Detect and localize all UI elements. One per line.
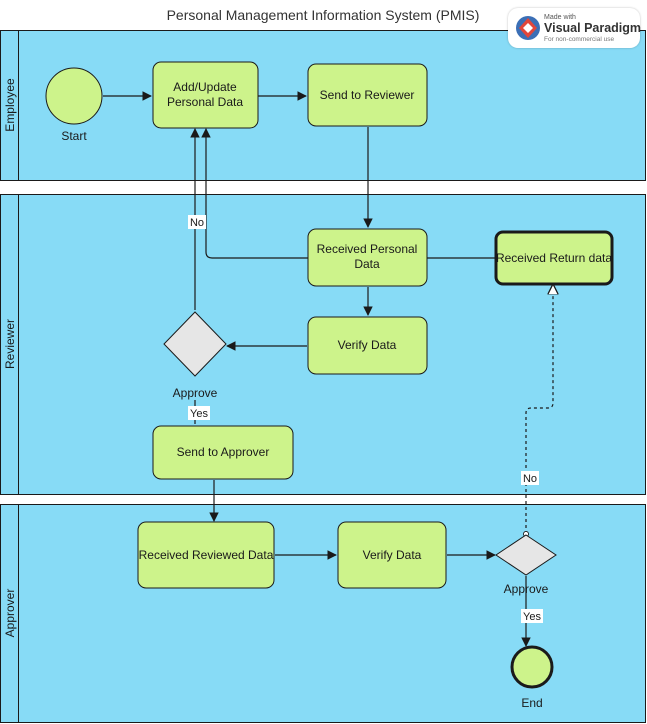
svg-text:Add/Update: Add/Update [173, 80, 237, 94]
lane-approver: Approver [0, 504, 646, 723]
label-approver-yes: Yes [523, 611, 541, 623]
svg-text:Received Reviewed Data: Received Reviewed Data [139, 548, 274, 562]
svg-text:Received Return data: Received Return data [496, 251, 612, 265]
end-event-label: End [521, 696, 542, 710]
start-event: Start [45, 67, 103, 143]
task-send-to-reviewer: Send to Reviewer [307, 63, 428, 127]
task-received-return-data: Received Return data [494, 230, 614, 286]
gateway-reviewer-label: Approve [173, 386, 218, 400]
watermark-small-text: Made with [544, 14, 576, 21]
watermark-brand-text: Visual Paradigm [544, 21, 642, 35]
sequence-flows [103, 91, 553, 647]
diagram-title: Personal Management Information System (… [167, 7, 480, 23]
label-reviewer-yes: Yes [190, 408, 208, 420]
svg-text:Send to Reviewer: Send to Reviewer [320, 88, 415, 102]
lane-label-reviewer: Reviewer [3, 319, 17, 369]
gateway-reviewer-approve: Approve [163, 311, 227, 400]
task-received-reviewed-data: Received Reviewed Data [137, 521, 275, 589]
svg-text:Personal Data: Personal Data [167, 95, 243, 109]
svg-text:Received Personal: Received Personal [317, 242, 418, 256]
task-verify-data-reviewer: Verify Data [307, 316, 428, 375]
svg-text:Verify Data: Verify Data [363, 548, 422, 562]
svg-text:Data: Data [354, 257, 380, 271]
svg-text:Verify Data: Verify Data [338, 338, 397, 352]
svg-text:Send to Approver: Send to Approver [177, 445, 270, 459]
gateway-approver-approve: Approve [495, 534, 557, 596]
start-event-label: Start [61, 129, 87, 143]
task-received-personal-data: Received Personal Data [307, 228, 428, 287]
flow-labels: No Yes No Yes [188, 215, 543, 623]
lane-label-approver: Approver [3, 589, 17, 638]
lane-label-employee: Employee [3, 78, 17, 132]
label-reviewer-no: No [190, 217, 204, 229]
label-approver-no: No [523, 473, 537, 485]
lane-employee: Employee [0, 30, 646, 181]
task-send-to-approver: Send to Approver [152, 425, 294, 480]
task-add-update-personal-data: Add/Update Personal Data [152, 61, 259, 129]
end-event: End [510, 645, 554, 710]
message-flow-no-to-return [526, 285, 553, 534]
gateway-approver-label: Approve [504, 582, 549, 596]
flow-return-to-add [201, 128, 496, 259]
visual-paradigm-watermark: Made with Visual Paradigm For non-commer… [508, 8, 642, 48]
watermark-note-text: For non-commercial use [544, 36, 615, 43]
task-verify-data-approver: Verify Data [337, 521, 447, 589]
visual-paradigm-logo-icon [516, 16, 540, 40]
